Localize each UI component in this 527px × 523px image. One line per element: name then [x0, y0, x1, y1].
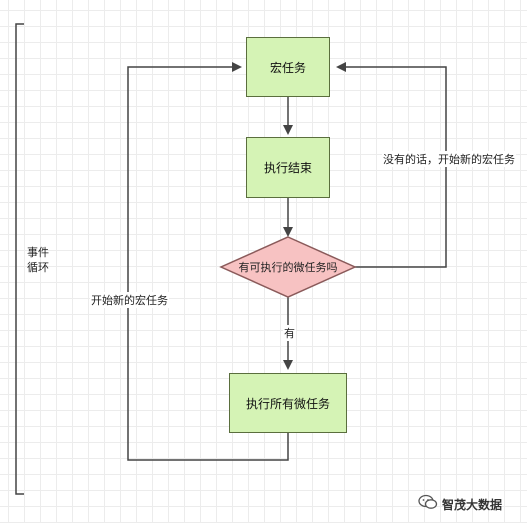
- event-loop-label-line2: 循环: [27, 261, 49, 274]
- exec-end-node: 执行结束: [246, 137, 330, 198]
- no-start-new-macro-right-label: 没有的话，开始新的宏任务: [382, 151, 516, 167]
- exec-all-micro-node: 执行所有微任务: [229, 373, 347, 433]
- arrow-after-micro-loop: [127, 62, 289, 461]
- event-loop-bracket: [15, 23, 24, 495]
- watermark-text: 智茂大数据: [442, 497, 503, 512]
- exec-end-label: 执行结束: [263, 161, 312, 175]
- decision-label: 有可执行的微任务吗: [238, 261, 338, 274]
- macro-task-node: 宏任务: [246, 37, 330, 97]
- watermark: 智茂大数据: [418, 494, 502, 514]
- decision-diamond: [219, 236, 357, 298]
- wechat-icon: [418, 494, 438, 514]
- exec-all-micro-label: 执行所有微任务: [245, 396, 330, 411]
- yes-label: 有: [283, 325, 296, 341]
- macro-task-label: 宏任务: [269, 60, 306, 75]
- event-loop-label-line1: 事件: [27, 246, 49, 259]
- arrow-no-micro-loop: [336, 62, 447, 268]
- start-new-macro-left-label: 开始新的宏任务: [90, 292, 169, 308]
